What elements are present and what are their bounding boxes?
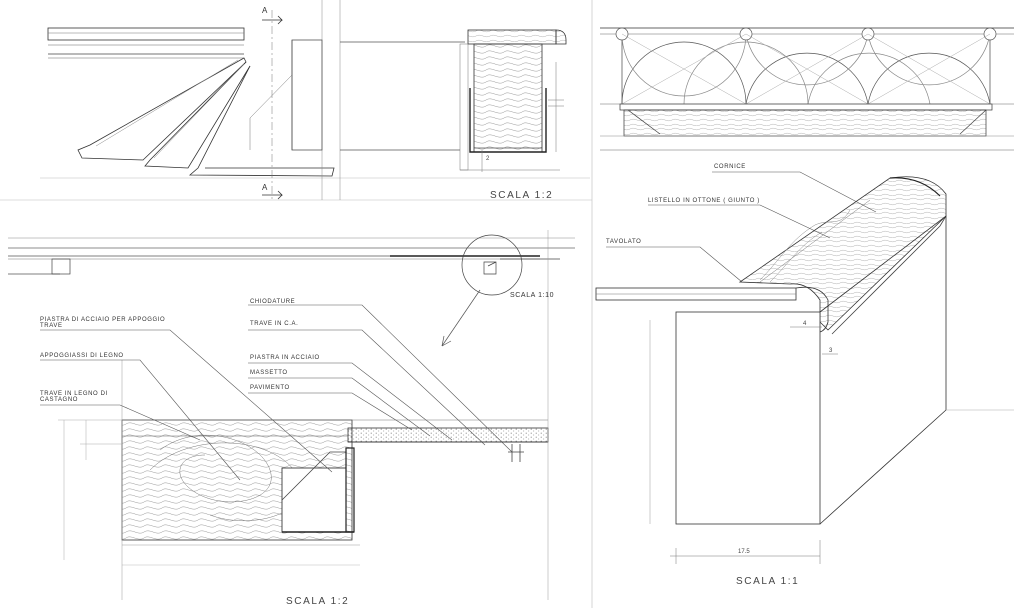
section-mark-bottom: A xyxy=(262,183,268,192)
label-massetto: MASSETTO xyxy=(250,370,288,376)
panel-dividers xyxy=(0,0,593,608)
label-chiodature: CHIODATURE xyxy=(250,299,296,305)
dimension-17-5: 17.5 xyxy=(738,549,750,555)
label-listello: LISTELLO IN OTTONE ( GIUNTO ) xyxy=(648,198,760,204)
label-pavimento: PAVIMENTO xyxy=(250,385,290,391)
dimension-3: 3 xyxy=(829,348,833,354)
scale-label-bottom-left: SCALA 1:2 xyxy=(286,596,350,607)
plan-strip xyxy=(8,234,575,347)
section-mark-top: A xyxy=(262,6,268,15)
scale-label-top-left: SCALA 1:2 xyxy=(490,190,554,201)
top-left-section xyxy=(47,0,465,200)
label-tavolato: TAVOLATO xyxy=(606,239,642,245)
label-piastra-acciaio: PIASTRA IN ACCIAIO xyxy=(250,355,320,361)
scale-label-right: SCALA 1:1 xyxy=(736,576,800,587)
label-piastra-appoggio-1: PIASTRA DI ACCIAIO PER APPOGGIO xyxy=(40,317,166,323)
label-trave-legno-2: CASTAGNO xyxy=(40,397,79,403)
top-right-railing xyxy=(600,27,1014,151)
label-cornice: CORNICE xyxy=(714,164,746,170)
label-trave-legno-1: TRAVE IN LEGNO DI xyxy=(40,391,108,397)
scale-label-detail: SCALA 1:10 xyxy=(510,292,555,299)
label-piastra-appoggio-2: TRAVE xyxy=(40,323,63,329)
bottom-right-isometric xyxy=(595,176,1014,564)
right-leader-lines xyxy=(606,171,877,283)
dimension-2: 2 xyxy=(486,156,490,162)
left-leader-lines xyxy=(40,304,513,481)
dimension-4: 4 xyxy=(803,321,807,327)
beam-cross-section xyxy=(459,29,567,172)
label-trave-ca: TRAVE IN C.A. xyxy=(250,321,299,327)
label-appoggiassi: APPOGGIASSI DI LEGNO xyxy=(40,353,124,359)
bottom-left-section xyxy=(58,230,549,600)
